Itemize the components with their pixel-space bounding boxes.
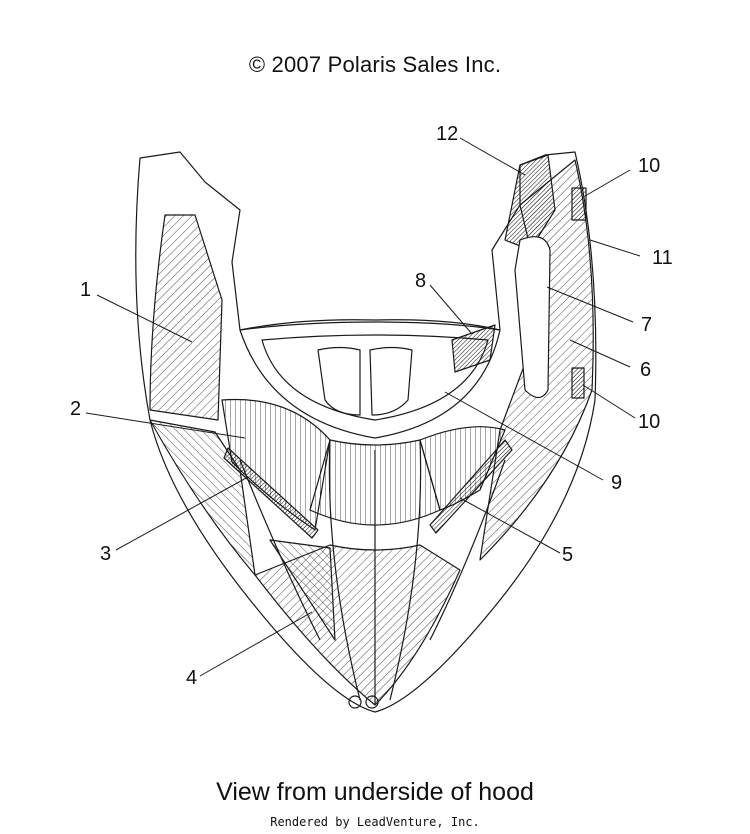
decal-10-lower [571,367,585,399]
decal-8-panel [451,324,496,373]
callout-10-lower: 10 [638,411,660,433]
rendered-by-credit: Rendered by LeadVenture, Inc. [270,815,480,829]
callout-3: 3 [100,543,111,565]
decal-5-slot [429,439,513,534]
callout-10-upper: 10 [638,155,660,177]
callout-2: 2 [70,398,81,420]
vent-right [369,346,413,416]
right-window [514,236,551,399]
callout-8: 8 [415,270,426,292]
diagram-caption: View from underside of hood [216,778,534,806]
cockpit-inner [261,334,489,421]
cockpit-opening [239,321,501,439]
decal-1-panel [149,214,223,421]
vent-left [317,346,361,416]
callout-1: 1 [80,279,91,301]
copyright-text: © 2007 Polaris Sales Inc. [248,52,502,77]
callout-4: 4 [186,667,197,689]
hood-outline [135,151,597,713]
decal-10-upper [571,187,587,221]
callout-9: 9 [611,472,622,494]
callout-5: 5 [562,544,573,566]
callout-11: 11 [652,247,673,269]
decal-3-slot [223,447,319,539]
callout-6: 6 [640,359,651,381]
callout-7: 7 [641,314,652,336]
callout-12: 12 [436,123,458,145]
nose-left-stripe [269,539,336,641]
